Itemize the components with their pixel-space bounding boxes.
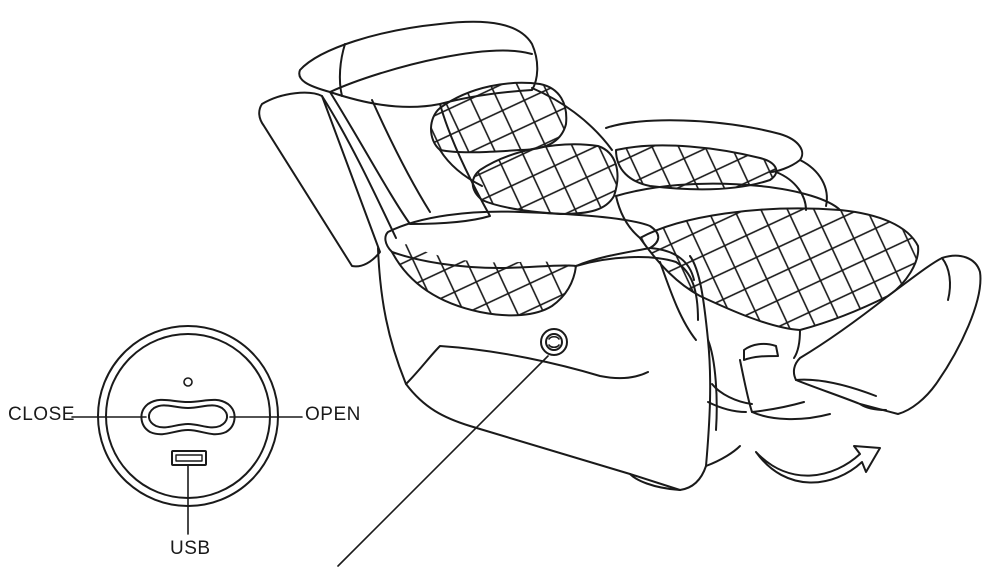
backrest (258, 20, 619, 268)
footrest (707, 254, 982, 421)
switch-button-icon (540, 328, 568, 356)
back-inner-panel (329, 91, 491, 225)
usb-port-icon (171, 450, 207, 466)
front-armrest (384, 210, 699, 321)
left-wing-inner-edge (321, 95, 397, 239)
open-label: OPEN (305, 404, 361, 425)
seat-cushion (615, 182, 920, 359)
control-panel-detail (71, 325, 303, 535)
leader-line (337, 355, 549, 567)
indicator-light-icon (183, 377, 193, 387)
rocker-switch-icon (140, 398, 236, 436)
curved-arrow-icon (755, 445, 881, 484)
close-label: CLOSE (8, 404, 75, 425)
base-frame (377, 247, 741, 491)
right-armrest (605, 119, 828, 211)
usb-label: USB (170, 538, 211, 559)
left-wing-panel (258, 91, 381, 268)
